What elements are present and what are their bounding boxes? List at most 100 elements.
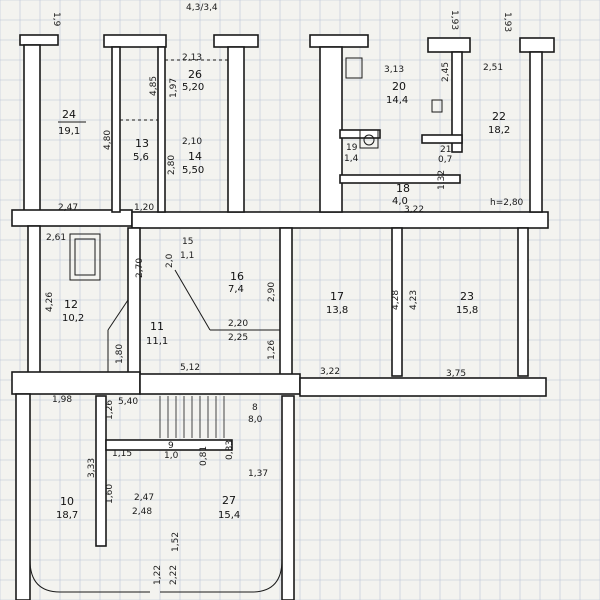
room-area: 18,2 [488, 125, 510, 136]
room-number: 26 [188, 68, 202, 81]
wall-top-mid [103, 34, 167, 48]
room-area: 5,6 [133, 152, 149, 163]
dimension: 3,22 [320, 367, 340, 377]
wall-top-mid3 [309, 34, 369, 48]
room-number: 12 [64, 298, 78, 311]
dimension: 1,32 [437, 170, 447, 190]
room-area: 10,2 [62, 313, 84, 324]
dimension: 5,40 [118, 397, 138, 407]
dimension: 3,13 [384, 65, 404, 75]
wall-top-mid2 [213, 34, 259, 48]
room-area: 8,0 [248, 415, 263, 425]
room-number: 15 [182, 237, 193, 247]
dimension: 1,52 [171, 532, 181, 552]
dimension: 3,75 [446, 369, 466, 379]
dimension: 2,47 [58, 203, 78, 213]
room-area: 1,4 [344, 154, 359, 164]
dimension: 2,80 [167, 155, 177, 175]
partition-11 [174, 269, 211, 331]
wall-room24-13 [111, 46, 121, 213]
wall-room12-11 [127, 227, 141, 377]
room-number: 11 [150, 320, 164, 333]
wall-stair-base [105, 439, 233, 451]
wall-room16-17 [279, 227, 293, 377]
dimension: 1,20 [134, 203, 154, 213]
dimension: 2,51 [483, 63, 503, 73]
dimension: 2,61 [46, 233, 66, 243]
room-number: 20 [392, 80, 406, 93]
wall-room20-left [319, 46, 343, 213]
fixtures [69, 57, 443, 372]
room-number: 16 [230, 270, 244, 283]
dimension: 1,22 [153, 565, 163, 585]
toilet-bowl-icon [363, 134, 375, 146]
dimension: 1,93 [449, 10, 459, 30]
room-area: 18,7 [56, 510, 78, 521]
dimension: 2,10 [182, 137, 202, 147]
dimension-labels: 4,3/3,4 1,9 1,93 1,93 2,13 4,85 1,97 4,8… [45, 3, 524, 585]
dimension: 5,12 [180, 363, 200, 373]
dimension: 4,80 [103, 130, 113, 150]
room-number: 18 [396, 182, 410, 195]
staircase [159, 396, 225, 438]
dimension: 2,47 [134, 493, 154, 503]
wall-room14-corr [227, 46, 245, 213]
room-number: 8 [252, 403, 258, 413]
wall-room10-27 [95, 395, 107, 547]
wall-corridor-1b [131, 211, 549, 229]
wall-right-mid [517, 227, 529, 377]
room-area: 1,1 [180, 251, 194, 261]
sink-icon [431, 99, 443, 113]
wall-right-upper [529, 51, 543, 213]
room-number: 22 [492, 110, 506, 123]
dimension: 2,45 [441, 62, 451, 82]
room-area: 14,4 [386, 95, 408, 106]
bathtub-icon [69, 233, 101, 281]
dimension: 3,33 [87, 458, 97, 478]
dimension: 1,26 [105, 400, 115, 420]
wall-room21-22 [421, 134, 463, 144]
room-number: 19 [346, 143, 358, 153]
dimension: 2,90 [267, 282, 277, 302]
walls [11, 34, 555, 600]
dimension: 4,28 [391, 290, 401, 310]
room-number: 13 [135, 137, 149, 150]
room-number: 21 [440, 145, 451, 155]
dimension: 1,97 [169, 78, 179, 98]
dimension: 4,3/3,4 [186, 3, 218, 13]
wall-corridor-2b [139, 373, 301, 395]
dimension: 1,98 [52, 395, 72, 405]
dimension: 4,23 [409, 290, 419, 310]
dimension: 1,80 [115, 344, 125, 364]
dimension: 1,26 [267, 340, 277, 360]
room-area: 0,7 [438, 155, 452, 165]
dimension: 4,85 [149, 76, 159, 96]
partition-11c [107, 299, 129, 331]
dimension: 2,25 [228, 333, 248, 343]
wall-room18-base [339, 174, 461, 184]
room-area: 13,8 [326, 305, 348, 316]
room-area: 15,8 [456, 305, 478, 316]
dimension: 1,37 [248, 469, 268, 479]
dimension: 1,15 [112, 449, 132, 459]
toilet-icon [359, 129, 379, 149]
dimension: 2,48 [132, 507, 152, 517]
room-area: 5,20 [182, 82, 204, 93]
wall-room13-14 [157, 46, 166, 213]
dimension: 1,93 [502, 12, 512, 32]
room27-outline [160, 559, 283, 593]
room10-outline [29, 559, 150, 593]
room-number: 24 [62, 108, 76, 121]
room-area: 5,50 [182, 165, 204, 176]
wall-room17-23 [391, 227, 403, 377]
dimension: 0,81 [199, 446, 209, 466]
room-number: 23 [460, 290, 474, 303]
room-area: 19,1 [58, 126, 80, 137]
room-area: 1,0 [164, 451, 179, 461]
dimension: 1,60 [105, 484, 115, 504]
wall-top-right [427, 37, 471, 53]
wall-top-right2 [519, 37, 555, 53]
dimension: 2,70 [135, 258, 145, 278]
room-number: 27 [222, 494, 236, 507]
